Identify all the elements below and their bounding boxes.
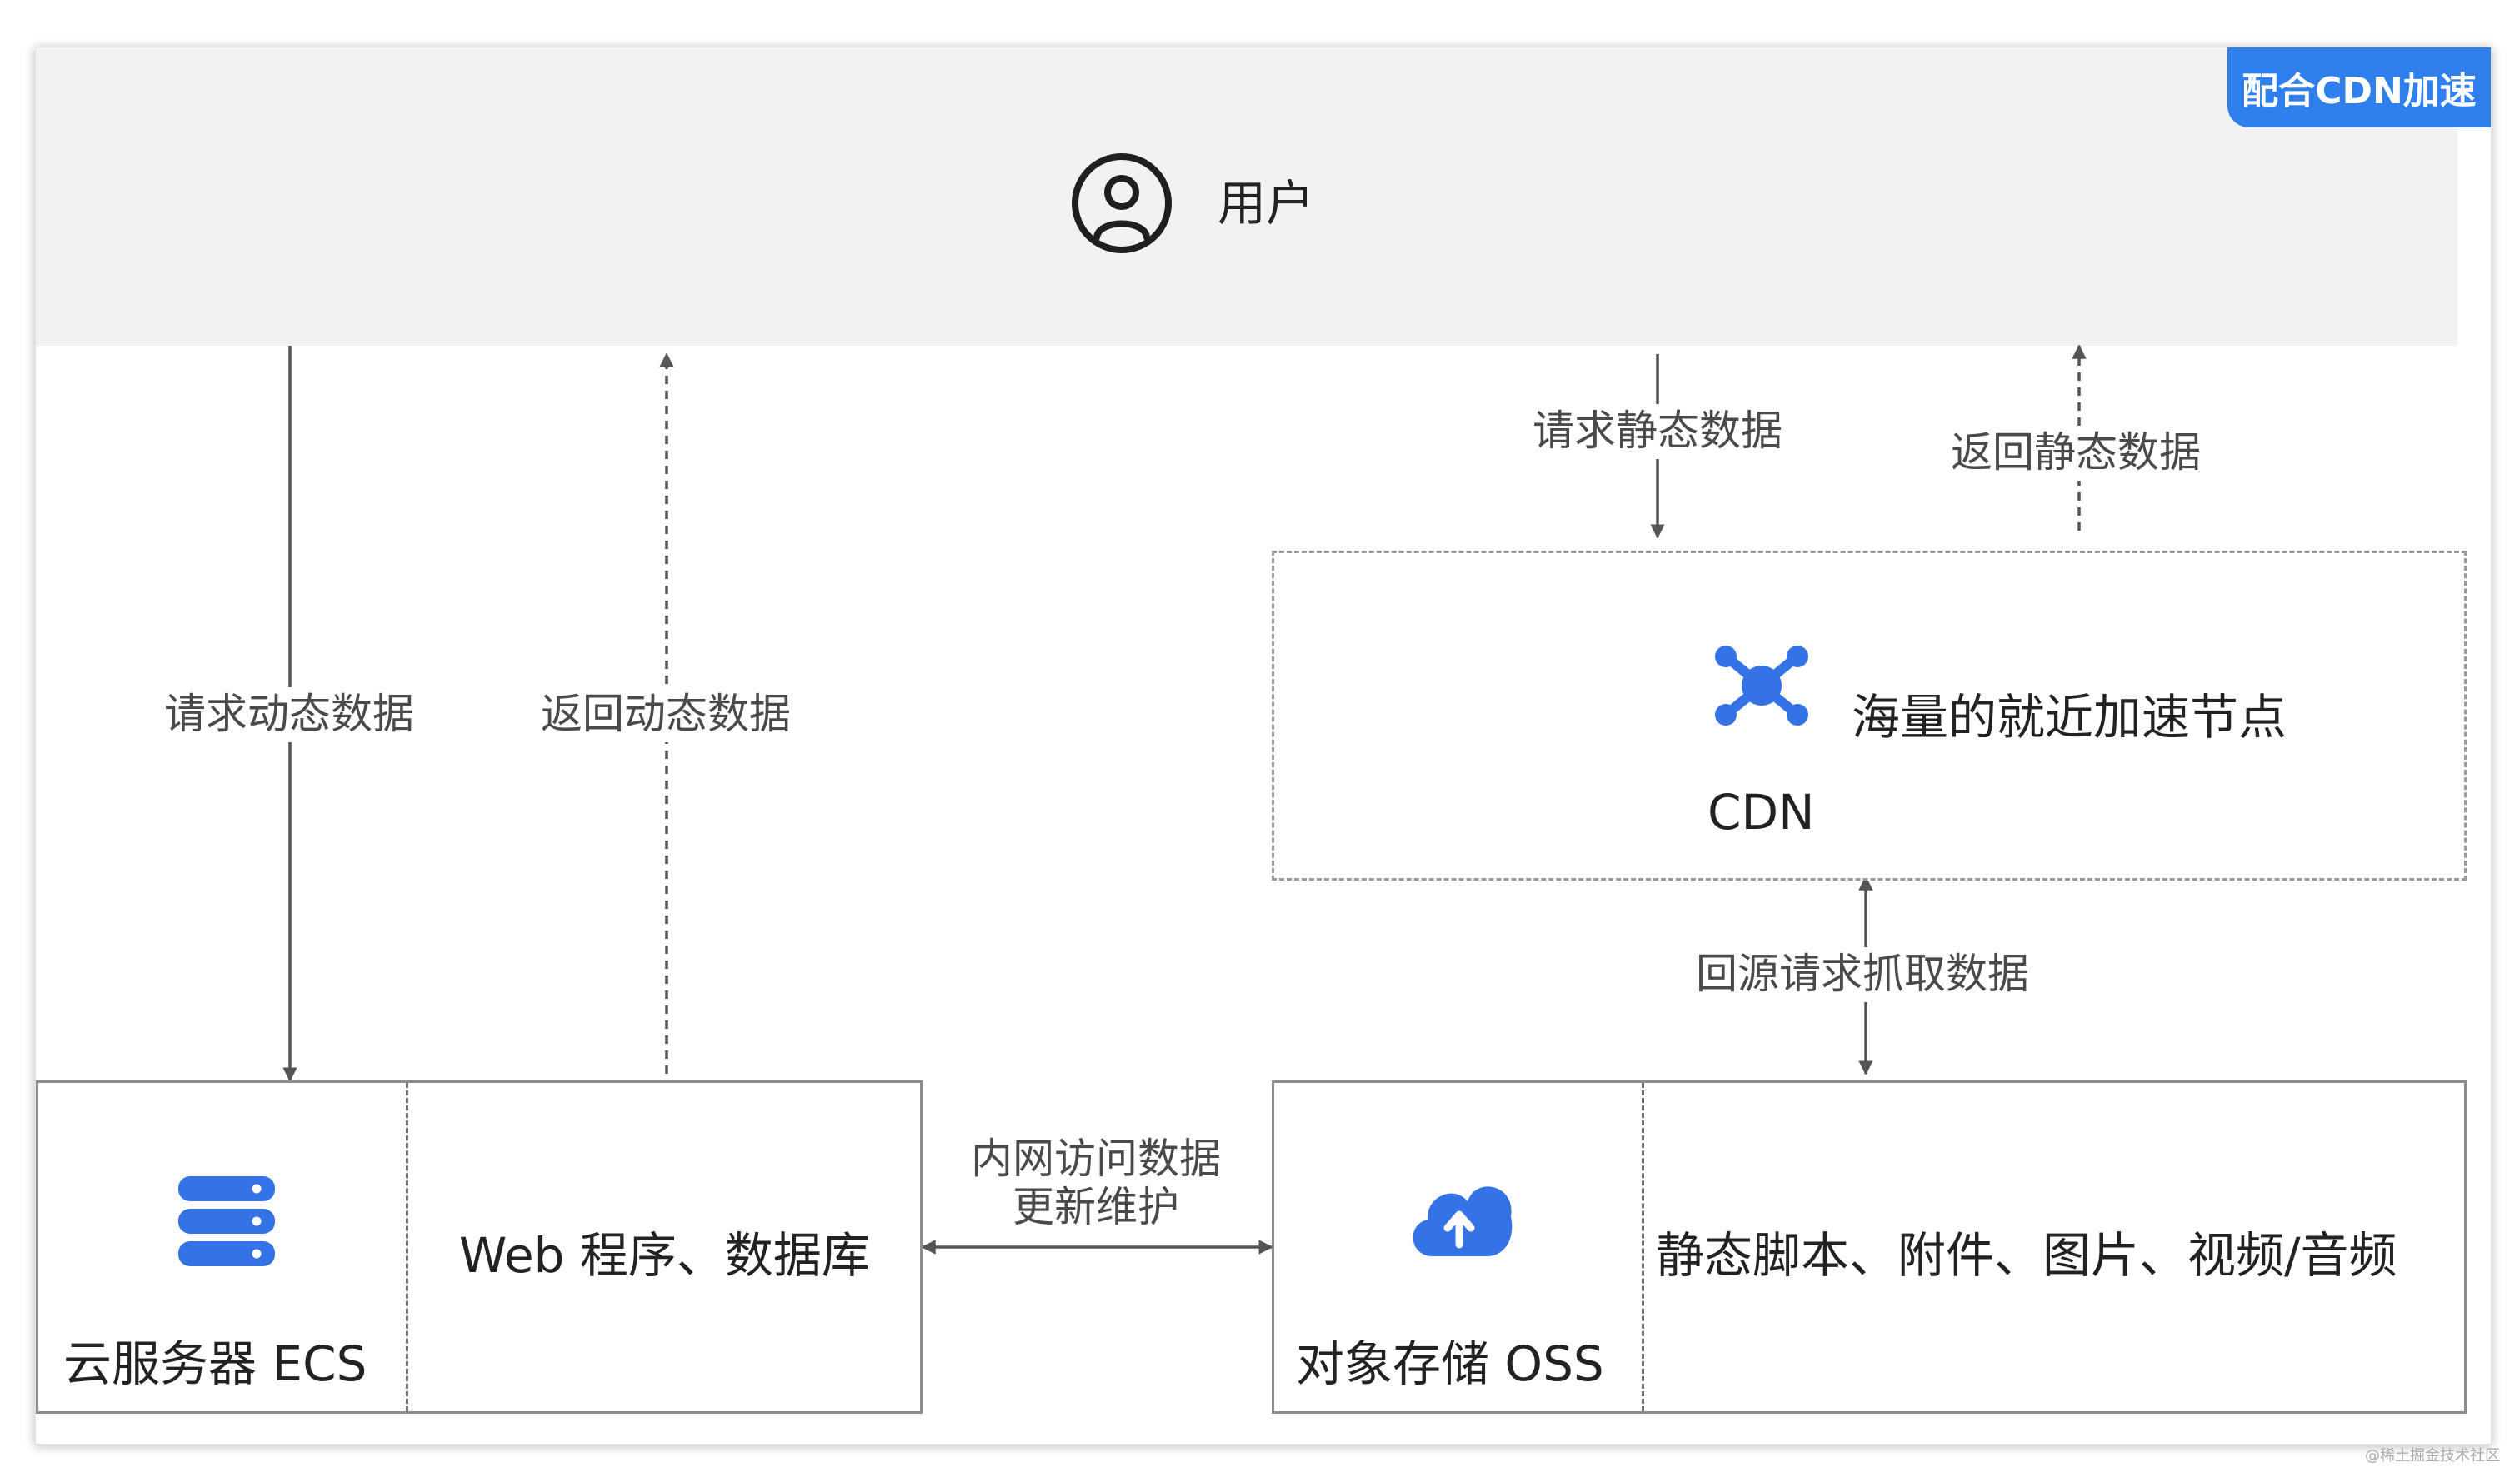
cdn-title: 海量的就近加速节点 bbox=[1852, 689, 2288, 746]
user-circle-icon bbox=[1072, 153, 1172, 253]
label-request-dynamic: 请求动态数据 bbox=[162, 687, 416, 742]
cdn-badge: 配合CDN加速 bbox=[2228, 47, 2491, 127]
ecs-divider bbox=[406, 1083, 408, 1411]
user-band bbox=[36, 47, 2458, 346]
label-return-static: 返回静态数据 bbox=[1949, 426, 2202, 481]
watermark: @稀土掘金技术社区 bbox=[2365, 1447, 2500, 1465]
ecs-box: 云服务器 ECS Web 程序、数据库 bbox=[36, 1080, 922, 1414]
label-return-dynamic: 返回动态数据 bbox=[539, 687, 792, 742]
oss-box: 对象存储 OSS 静态脚本、附件、图片、视频/音频 bbox=[1272, 1080, 2467, 1414]
label-request-static: 请求静态数据 bbox=[1531, 404, 1784, 459]
label-intranet-line1: 内网访问数据 bbox=[971, 1135, 1221, 1183]
label-intranet-line2: 更新维护 bbox=[1012, 1182, 1179, 1231]
network-nodes-icon bbox=[1715, 646, 1808, 726]
ecs-content: Web 程序、数据库 bbox=[459, 1227, 870, 1284]
cdn-box: 海量的就近加速节点 CDN bbox=[1272, 551, 2467, 881]
oss-label: 对象存储 OSS bbox=[1296, 1335, 1604, 1392]
server-stack-icon bbox=[178, 1176, 275, 1266]
diagram-canvas: 配合CDN加速 用户 请求动态数据 返回动态数据 请求静态数据 返回静态数据 回… bbox=[35, 47, 2492, 1445]
cloud-upload-icon bbox=[1412, 1186, 1512, 1256]
user-label: 用户 bbox=[1218, 175, 1315, 232]
label-origin-fetch: 回源请求抓取数据 bbox=[1694, 947, 2031, 1002]
oss-divider bbox=[1642, 1083, 1644, 1411]
label-intranet: 内网访问数据 更新维护 bbox=[969, 1132, 1222, 1235]
cdn-label: CDN bbox=[1708, 784, 1815, 841]
oss-content: 静态脚本、附件、图片、视频/音频 bbox=[1656, 1227, 2398, 1284]
ecs-label: 云服务器 ECS bbox=[63, 1335, 368, 1392]
